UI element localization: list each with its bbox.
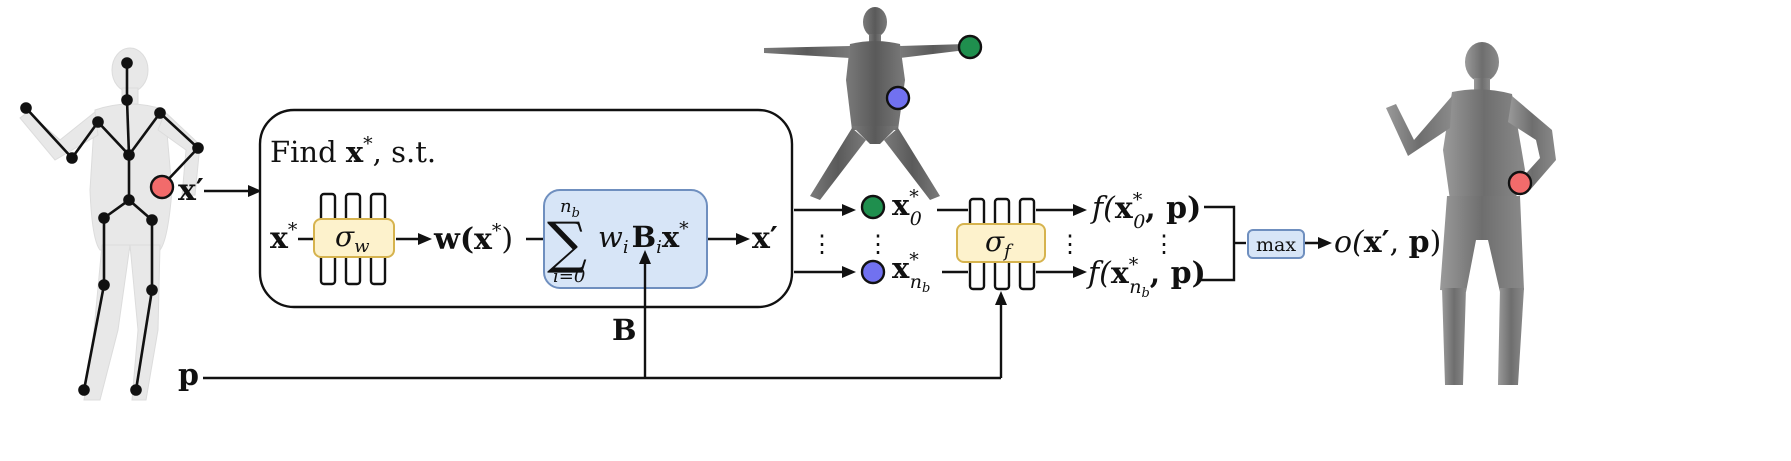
posed-output-body (1386, 42, 1556, 385)
max-box (1247, 229, 1305, 259)
x-prime-input-label: x′ (178, 173, 204, 208)
vdots-left: ⋮ (810, 230, 834, 258)
occupancy-network-mlp: σf (956, 197, 1046, 291)
occupancy-output-label: o(x′, p) (1334, 225, 1441, 260)
candidate-point-blue (860, 259, 886, 285)
vdots-middle: ⋮ (866, 230, 890, 258)
x-star-label: x* (270, 219, 298, 256)
sum-lower-limit: i=0 (553, 266, 585, 287)
weight-network-mlp: σw (313, 192, 395, 286)
input-body-with-skeleton (19, 47, 204, 401)
max-label: max (1256, 234, 1296, 256)
pose-input-label: p (178, 358, 199, 393)
sigma-w-label: σw (335, 220, 370, 257)
skeleton (20, 57, 204, 396)
weights-label: w(x*) (433, 220, 513, 257)
input-body-silhouette (19, 47, 201, 401)
x-prime-output-label: x′ (752, 221, 778, 256)
candidate-point-green (860, 194, 886, 220)
canonical-point-green (957, 34, 983, 60)
sigma-f-box (956, 223, 1046, 263)
find-box-title: Find x*, s.t. (270, 133, 436, 169)
posed-point-red (1507, 170, 1533, 196)
candidate-x0-label: x*0 (892, 186, 922, 230)
f0-output-label: f(x*0, p) (1090, 189, 1201, 233)
sigma-w-box (313, 218, 395, 258)
canonical-body (764, 7, 966, 200)
candidate-xnb-label: x*nb (892, 249, 930, 296)
sum-symbol: ∑ (547, 211, 587, 276)
bone-transforms-label: B (612, 313, 637, 347)
vdots-mlp: ⋮ (1058, 230, 1082, 258)
vdots-right: ⋮ (1152, 230, 1176, 258)
fnb-output-label: f(x*nb, p) (1086, 254, 1206, 301)
query-point-red (149, 174, 175, 200)
canonical-point-blue (885, 85, 911, 111)
sum-upper-limit: nb (560, 196, 580, 221)
